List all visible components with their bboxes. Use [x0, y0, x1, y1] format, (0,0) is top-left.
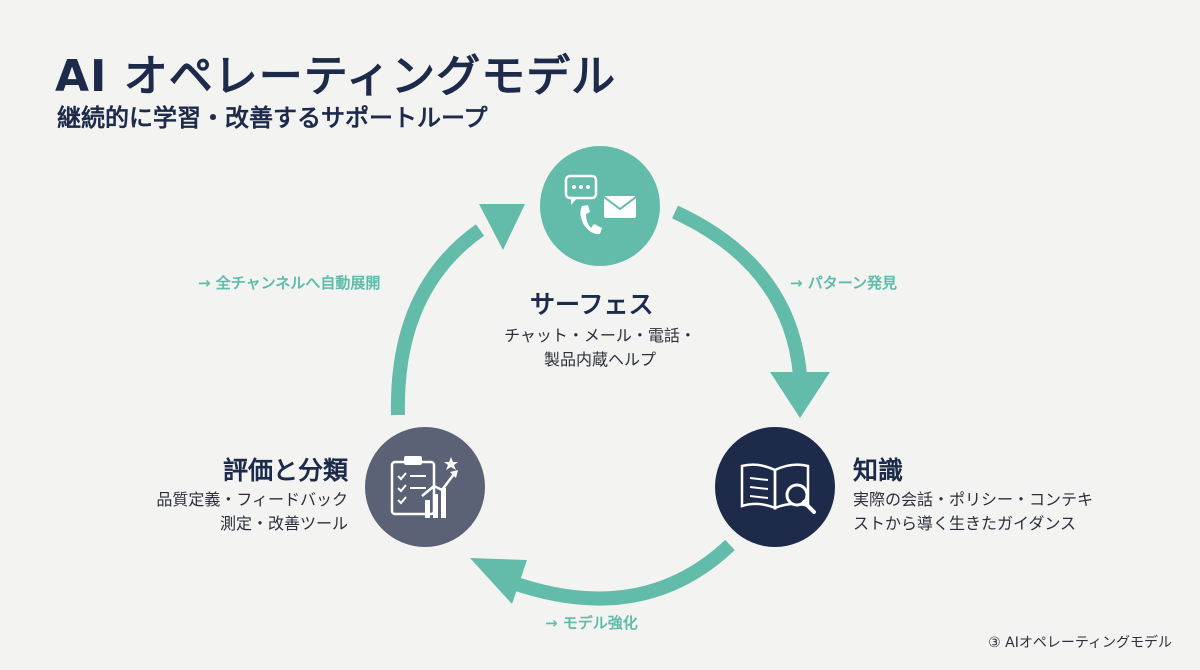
evaluation-description: 品質定義・フィードバック 測定・改善ツール	[156, 488, 348, 536]
knowledge-description: 実際の会話・ポリシー・コンテキ ストから導く生きたガイダンス	[853, 488, 1093, 536]
arrow-label-model-strengthening: → モデル強化	[545, 614, 638, 632]
chat-mail-phone-icon	[564, 174, 637, 235]
clipboard-chart-icon	[390, 456, 458, 518]
surface-description: チャット・メール・電話・ 製品内蔵ヘルプ	[492, 324, 708, 372]
arrow-label-auto-deploy: → 全チャンネルへ自動展開	[198, 274, 381, 292]
arrow-evaluation-to-surface	[390, 204, 525, 416]
surface-desc-line-2: 製品内蔵ヘルプ	[543, 350, 656, 369]
knowledge-desc-line-2: ストから導く生きたガイダンス	[853, 514, 1077, 533]
surface-desc-line-1: チャット・メール・電話・	[504, 326, 696, 345]
knowledge-desc-line-1: 実際の会話・ポリシー・コンテキ	[853, 490, 1094, 509]
book-search-icon	[740, 463, 816, 514]
arrow-label-pattern-discovery: → パターン発見	[790, 274, 898, 292]
arrow-surface-to-knowledge	[672, 205, 830, 418]
arrow-knowledge-to-evaluation	[470, 539, 735, 606]
knowledge-node	[715, 427, 835, 547]
knowledge-title: 知識	[853, 456, 904, 485]
surface-title: サーフェス	[530, 290, 654, 319]
evaluation-node	[365, 427, 485, 547]
page-subtitle: 継続的に学習・改善するサポートループ	[57, 104, 488, 132]
page-title: AI オペレーティングモデル	[55, 51, 617, 102]
slide-footer: ③ AIオペレーティングモデル	[988, 635, 1172, 651]
evaluation-desc-line-2: 測定・改善ツール	[219, 514, 348, 533]
evaluation-title: 評価と分類	[222, 456, 348, 485]
evaluation-desc-line-1: 品質定義・フィードバック	[156, 490, 348, 509]
surface-node	[540, 146, 660, 266]
